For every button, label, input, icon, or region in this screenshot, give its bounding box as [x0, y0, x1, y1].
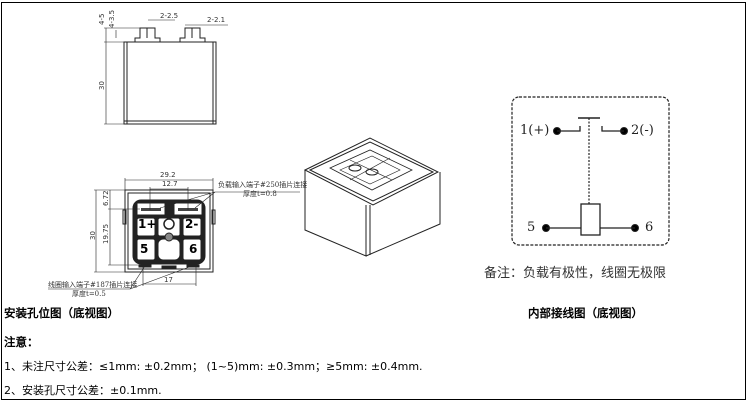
dim-bottom-height: 30 — [89, 231, 97, 240]
wiring-pin6-label: 6 — [645, 220, 654, 235]
note-item-2: 2、安装孔尺寸公差：±0.1mm. — [4, 384, 162, 397]
isometric-view-drawing — [303, 137, 441, 257]
notes-title: 注意： — [4, 335, 39, 349]
wiring-pin2-label: 2(-) — [631, 123, 654, 138]
dim-width: 29.2 — [160, 171, 176, 179]
dim-pin-height-outer: 4-5 — [98, 13, 106, 25]
load-terminal-thickness: 厚度t=0.8 — [243, 190, 277, 198]
dim-pin-height-inner: 4-3.5 — [108, 9, 116, 28]
pin-label-5: 5 — [140, 242, 149, 256]
dim-pin-span: 19.75 — [102, 223, 110, 244]
wiring-pin1-label: 1(+) — [520, 123, 550, 138]
dim-side-height: 30 — [98, 81, 106, 90]
pin-label-1: 1+ — [138, 217, 157, 231]
coil-terminal-note: 线圈输入端子#187插片连接 — [48, 281, 138, 289]
dim-coil-spacing: 17 — [164, 276, 173, 284]
note-item-1: 1、未注尺寸公差：≤1mm: ±0.2mm； (1~5)mm: ±0.3mm；≥… — [4, 360, 423, 373]
pin-label-2: 2- — [185, 217, 199, 231]
wiring-pin5-label: 5 — [527, 220, 536, 235]
mounting-caption: 安装孔位图（底视图） — [4, 306, 119, 320]
dim-pin-width-right: 2-2.1 — [207, 16, 226, 24]
wiring-remark: 备注：负载有极性，线圈无极限 — [484, 266, 667, 281]
side-view-drawing — [104, 19, 228, 125]
dim-load-spacing: 12.7 — [162, 180, 178, 188]
dim-top-offset: 6.72 — [102, 190, 110, 206]
wiring-diagram — [511, 96, 670, 246]
pin-label-6: 6 — [189, 242, 198, 256]
coil-terminal-thickness: 厚度t=0.5 — [72, 290, 106, 298]
dim-pin-width-left: 2-2.5 — [160, 12, 179, 20]
wiring-caption: 内部接线图（底视图） — [528, 306, 643, 320]
load-terminal-note: 负载输入端子#250插片连接 — [218, 181, 308, 189]
bottom-view-drawing — [48, 178, 300, 290]
page-border — [1, 2, 746, 400]
